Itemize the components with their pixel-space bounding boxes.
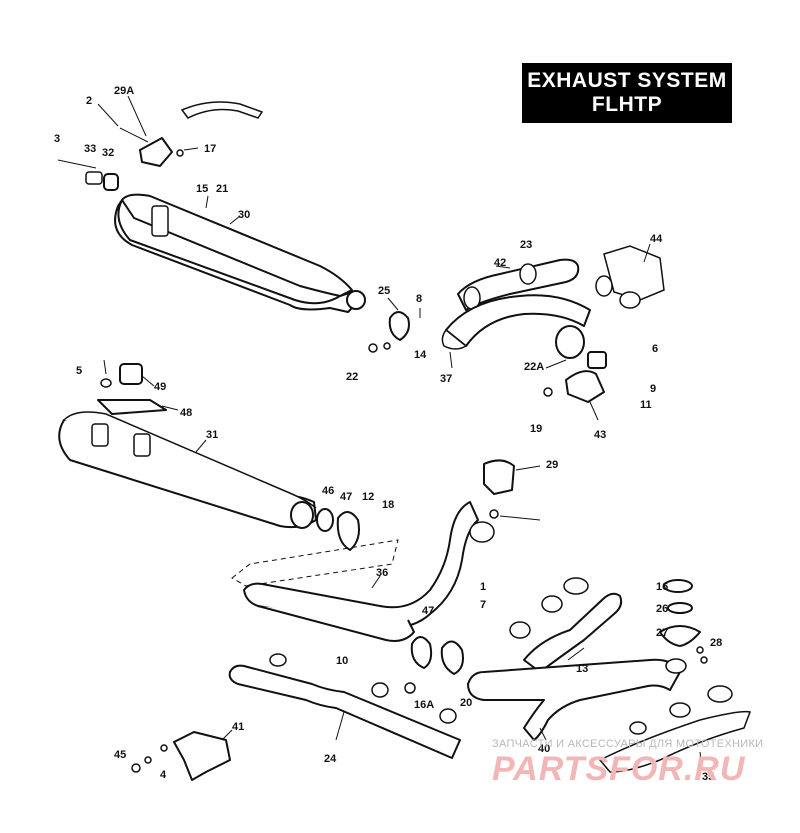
- muffler-30-outlet: [346, 290, 366, 310]
- clamp-25: [388, 311, 410, 341]
- spacer-33: [85, 171, 103, 185]
- callout: 47: [340, 491, 352, 503]
- callout: 17: [204, 143, 216, 155]
- bracket-29: [483, 459, 515, 495]
- callout: 48: [180, 407, 192, 419]
- callout: 21: [216, 183, 228, 195]
- callout: 8: [416, 293, 422, 305]
- callout: 16A: [414, 699, 434, 711]
- callout: 32: [102, 147, 114, 159]
- callout: 25: [378, 285, 390, 297]
- callout: 15: [196, 183, 208, 195]
- callout: 9: [650, 383, 656, 395]
- callout: 36: [376, 567, 388, 579]
- callout: 33: [84, 143, 96, 155]
- callout: 1: [480, 581, 486, 593]
- strap-48: [97, 399, 167, 415]
- diagram-title-box: EXHAUST SYSTEM FLHTP: [522, 63, 732, 123]
- flange-28: [659, 625, 701, 647]
- muffler-30-top: [121, 193, 353, 297]
- clamp-24: [440, 640, 464, 675]
- callout: 2: [86, 95, 92, 107]
- callout: 47: [422, 605, 434, 617]
- clamp-49: [119, 363, 143, 385]
- ring-27: [667, 602, 693, 614]
- callout: 30: [238, 209, 250, 221]
- callout: 23: [520, 239, 532, 251]
- callout: 24: [324, 753, 337, 765]
- pipe-35: [467, 658, 681, 741]
- nut-17: [176, 149, 184, 157]
- callout: 5: [76, 365, 82, 377]
- callout: 20: [460, 697, 472, 709]
- callout: 40: [538, 743, 550, 755]
- flange-22a: [587, 351, 607, 369]
- callout: 16: [656, 581, 668, 593]
- bracket-45: [173, 731, 231, 781]
- callout: 43: [594, 429, 606, 441]
- callout: 18: [382, 499, 394, 511]
- mount-bar-top: [180, 101, 264, 119]
- callout: 12: [362, 491, 374, 503]
- callout: 4: [160, 769, 167, 781]
- callout: 37: [440, 373, 452, 385]
- callout: 14: [414, 349, 427, 361]
- heat-shield-44: [603, 245, 665, 301]
- pipe-37-end: [555, 325, 585, 359]
- muffler-31-outlet: [290, 501, 314, 529]
- callout: 45: [114, 749, 126, 761]
- callout: 29: [546, 459, 558, 471]
- gasket-26: [663, 579, 693, 593]
- callout: 26: [656, 603, 668, 615]
- callout: 35: [702, 771, 714, 783]
- bracket-29a: [139, 137, 173, 167]
- callout: 3: [54, 133, 60, 145]
- callout: 11: [640, 399, 652, 411]
- pipe-40: [523, 592, 623, 673]
- callout-labels: 2 29A 3 33 32 17 15 21 30 42 23 44 25 8 …: [54, 85, 722, 783]
- bushing-32: [103, 173, 119, 191]
- callout: 42: [494, 257, 506, 269]
- callout: 22: [346, 371, 358, 383]
- header-pipe-42: [457, 258, 580, 311]
- callout: 13: [576, 663, 588, 675]
- callout: 31: [206, 429, 218, 441]
- pipe-41: [228, 664, 461, 759]
- header-pipe-37: [445, 294, 591, 347]
- callout: 10: [336, 655, 348, 667]
- gasket-46: [316, 508, 334, 532]
- callout: 29A: [114, 85, 134, 97]
- callout: 46: [322, 485, 334, 497]
- callout: 41: [232, 721, 244, 733]
- diagram-title: EXHAUST SYSTEM: [527, 69, 727, 93]
- bracket-43: [565, 370, 605, 403]
- clamp-10: [410, 636, 433, 669]
- callout: 7: [480, 599, 486, 611]
- clamp-47: [336, 511, 360, 551]
- callout: 49: [154, 381, 166, 393]
- watermark-tagline: ЗАПЧАСТИ И АКСЕССУАРЫ ДЛЯ МОТОТЕХНИКИ: [492, 738, 764, 750]
- muffler-30-clamp: [151, 205, 169, 237]
- callout: 44: [650, 233, 663, 245]
- leader-lines: [97, 95, 703, 769]
- callout: 22A: [524, 361, 544, 373]
- heat-shield-39: [598, 710, 752, 773]
- diagram-model: FLHTP: [591, 93, 663, 116]
- callout: 27: [656, 627, 668, 639]
- callout: 28: [710, 637, 722, 649]
- callout: 6: [652, 343, 658, 355]
- watermark-logo: PARTSFOR.RU: [492, 750, 746, 788]
- callout: 19: [530, 423, 542, 435]
